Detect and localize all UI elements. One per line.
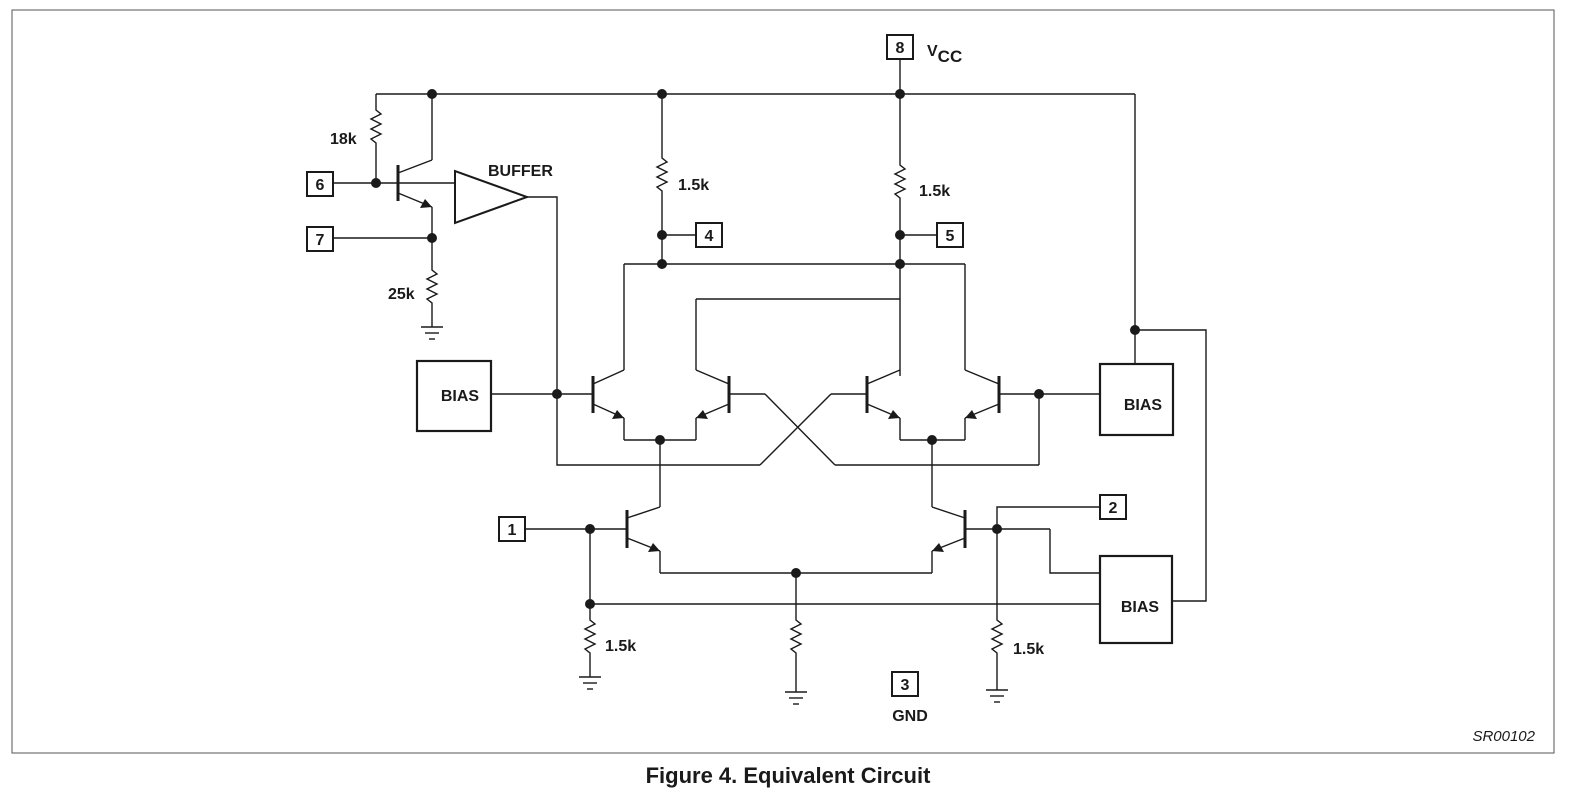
svg-text:BIAS: BIAS xyxy=(1121,599,1160,616)
cross-coupling xyxy=(729,393,1040,466)
label-load-right: 1.5k xyxy=(919,183,950,200)
collector-buses xyxy=(623,263,966,370)
input-right-network xyxy=(965,506,1100,703)
resistor-18k xyxy=(369,94,383,183)
svg-text:VCC: VCC xyxy=(927,43,962,66)
svg-text:5: 5 xyxy=(946,228,955,245)
svg-text:BIAS: BIAS xyxy=(441,388,480,405)
pin-5: 5 xyxy=(936,222,964,248)
svg-text:2: 2 xyxy=(1109,500,1118,517)
transistor-upper-4 xyxy=(964,369,1001,440)
resistor-load-right xyxy=(893,94,937,376)
vcc-label: VCC xyxy=(927,43,962,66)
vcc-rail xyxy=(376,58,1136,330)
pin-7: 7 xyxy=(306,226,334,252)
transistor-upper-1 xyxy=(591,369,625,440)
svg-text:BIAS: BIAS xyxy=(1124,397,1163,414)
label-load-left: 1.5k xyxy=(678,177,709,194)
pin-2: 2 xyxy=(1099,494,1127,520)
figure-caption: Figure 4. Equivalent Circuit xyxy=(646,763,932,788)
buffer-amplifier xyxy=(454,169,760,466)
transistor-q-buffer xyxy=(321,94,455,238)
svg-text:3: 3 xyxy=(901,677,910,694)
label-input-right: 1.5k xyxy=(1013,641,1044,658)
pin-4: 4 xyxy=(695,222,723,248)
transistor-input-right xyxy=(931,506,967,573)
transistor-upper-2 xyxy=(695,369,731,440)
svg-text:8: 8 xyxy=(896,40,905,57)
buffer-label: BUFFER xyxy=(488,163,553,180)
svg-text:1: 1 xyxy=(508,522,517,539)
pin-1: 1 xyxy=(498,516,526,542)
figure-code: SR00102 xyxy=(1472,728,1535,745)
bias-block-left: BIAS xyxy=(415,359,493,433)
bias-block-right-upper: BIAS xyxy=(1098,362,1175,437)
diagram-frame xyxy=(11,9,1555,754)
upper-emitter-ties xyxy=(624,439,965,507)
resistor-load-left xyxy=(655,94,696,264)
gnd-label: GND xyxy=(892,708,928,725)
resistor-25k xyxy=(425,238,439,327)
transistor-input-left xyxy=(625,506,661,573)
ground-symbol xyxy=(421,326,443,340)
svg-text:6: 6 xyxy=(316,177,325,194)
pin-6: 6 xyxy=(306,171,334,197)
bias-block-right-lower: BIAS xyxy=(1098,554,1174,645)
pin-3: 3 xyxy=(891,671,919,697)
label-18k: 18k xyxy=(330,131,357,148)
transistor-upper-3 xyxy=(865,369,901,440)
pin-8: 8 xyxy=(886,34,914,60)
junction-dots xyxy=(371,89,1140,609)
svg-text:7: 7 xyxy=(316,232,325,249)
input-left-network xyxy=(526,528,1100,690)
svg-text:4: 4 xyxy=(705,228,714,245)
label-25k: 25k xyxy=(388,286,415,303)
bias-feedback xyxy=(1134,329,1207,602)
label-input-left: 1.5k xyxy=(605,638,636,655)
